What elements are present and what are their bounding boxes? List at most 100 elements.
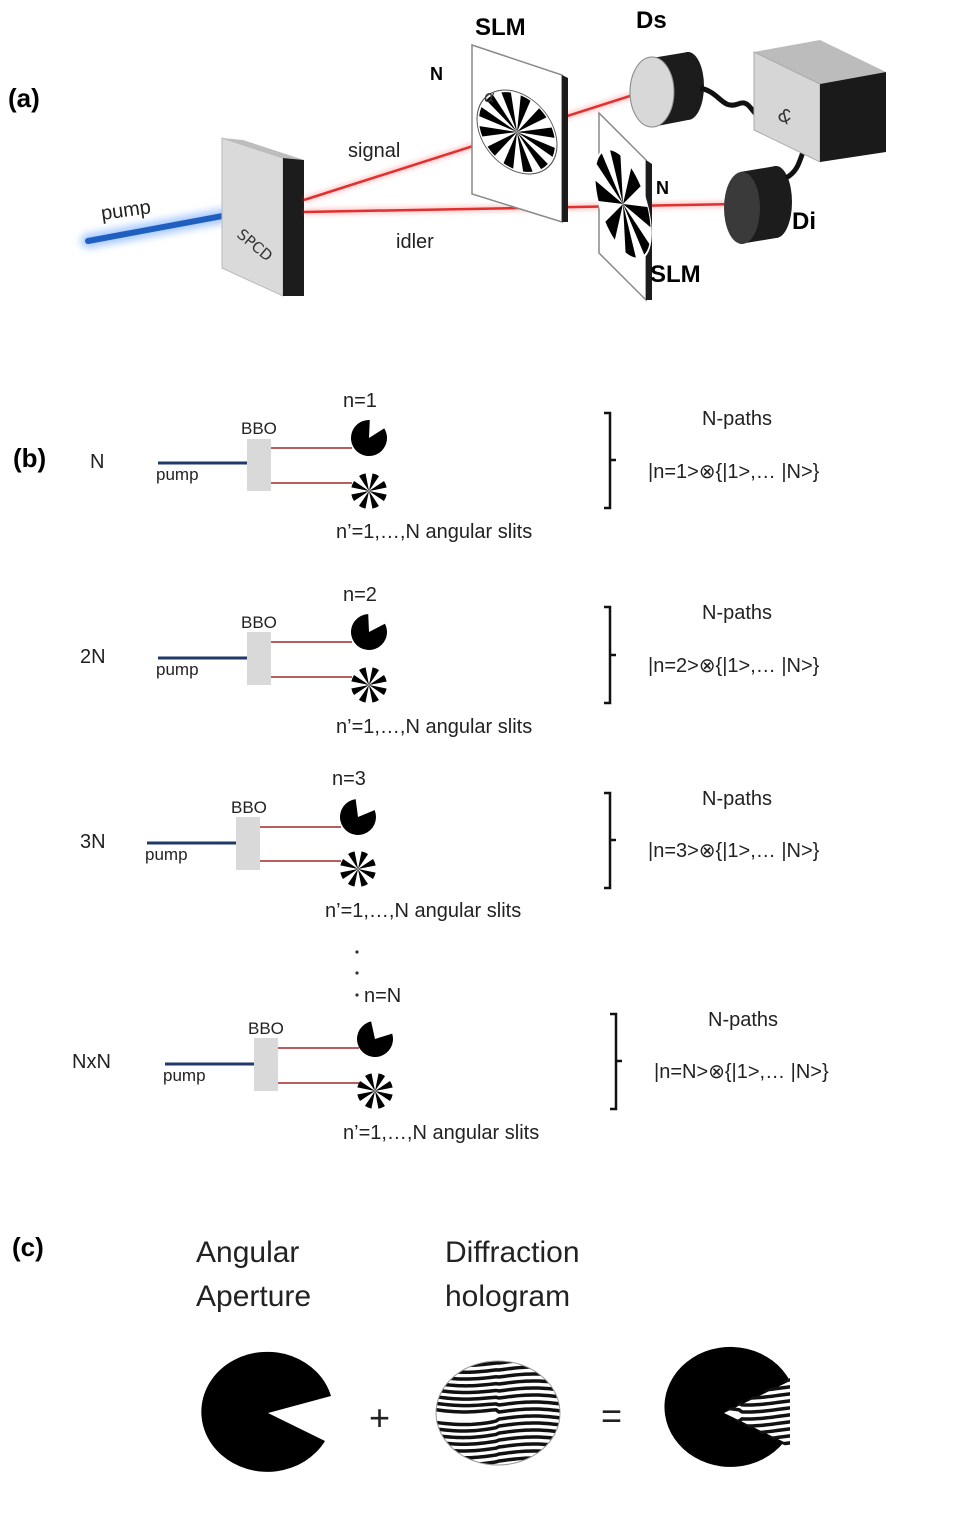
slit-sector <box>365 1073 375 1091</box>
slm-slit-sector <box>596 153 623 204</box>
n-label: n=1 <box>343 390 377 412</box>
slm-slit-sector <box>610 150 623 204</box>
angular-slits-icon <box>351 473 387 509</box>
hologram-fringe <box>436 1414 560 1427</box>
slm-top-n-label: N <box>430 64 443 84</box>
slits-label: n’=1,…,N angular slits <box>336 521 532 543</box>
alpha-label: α <box>484 87 495 106</box>
equals-sign: = <box>601 1395 622 1436</box>
hologram-fringe <box>436 1421 560 1433</box>
slit-sector <box>340 858 358 869</box>
slm-slit-sector <box>503 132 517 169</box>
spcd-crystal <box>221 137 304 297</box>
hologram-fringe <box>436 1379 560 1388</box>
slits-label: n’=1,…,N angular slits <box>336 716 532 738</box>
row-side-label: NxN <box>72 1051 111 1073</box>
ellipsis-dot <box>355 993 359 997</box>
slit-sector <box>358 851 369 869</box>
slit-sector <box>364 1091 375 1109</box>
angular-aperture-icon <box>351 614 388 651</box>
row-side-label: 3N <box>80 831 106 853</box>
slit-sector <box>358 491 369 509</box>
slm-slit-sector <box>517 132 533 172</box>
slit-sector <box>369 685 387 696</box>
hologram-title-line1: Diffraction <box>445 1236 580 1269</box>
angular-aperture-shape <box>201 1351 331 1472</box>
slm-slit-sector <box>517 127 555 138</box>
state-label: |n=3>⊗{|1>,… |N>} <box>648 840 820 862</box>
slit-sector <box>375 1091 393 1102</box>
plus-sign: + <box>369 1397 390 1438</box>
detector-di-label: Di <box>792 208 816 235</box>
slit-sector <box>357 1080 375 1091</box>
ellipsis-dot <box>355 950 359 954</box>
slm-slit-sector <box>517 108 547 132</box>
bracket <box>604 605 616 705</box>
slits-label: n’=1,…,N angular slits <box>325 900 521 922</box>
angular-aperture-icon <box>350 420 387 457</box>
angular-slits-icon <box>357 1073 393 1109</box>
paths-label: N-paths <box>702 408 772 430</box>
pump-label: pump <box>163 1066 206 1085</box>
slm-slit-sector <box>517 132 548 170</box>
angular-aperture-icon <box>339 799 376 835</box>
slit-sector <box>369 491 387 502</box>
slm-slit-sector <box>486 94 517 132</box>
bbo-label: BBO <box>248 1019 284 1038</box>
aperture-title-line2: Aperture <box>196 1280 311 1313</box>
bbo-label: BBO <box>241 613 277 632</box>
hologram-fringe <box>436 1428 560 1440</box>
slit-sector <box>369 675 387 685</box>
panel-a: (a) pump SPCD signal idler <box>8 7 886 302</box>
slm-slit-sector <box>605 204 623 240</box>
slm-slit-sector <box>517 132 555 157</box>
slm-slit-sector <box>623 204 636 258</box>
hologram-title-line2: hologram <box>445 1280 570 1313</box>
panel-b: (b) N pump BBO n=1 n’=1,…,N angular slit… <box>13 390 829 1144</box>
angular-slits-icon <box>340 851 376 887</box>
state-label: |n=N>⊗{|1>,… |N>} <box>654 1061 829 1083</box>
hologram-fringe <box>436 1400 560 1408</box>
slm-top-label: SLM <box>475 14 526 41</box>
panel-b-label: (b) <box>13 443 46 473</box>
slit-sector <box>358 859 376 869</box>
slit-sector <box>351 491 369 501</box>
row-side-label: 2N <box>80 646 106 668</box>
slit-sector <box>375 1073 386 1091</box>
row-n1: N pump BBO n=1 n’=1,…,N angular slits N-… <box>90 390 820 543</box>
slm-bottom-n-label: N <box>656 178 669 198</box>
slit-sector <box>359 473 369 491</box>
hologram-fringe <box>436 1407 560 1414</box>
slm-slit-sector <box>487 132 517 156</box>
slit-sector <box>357 1091 375 1101</box>
slit-sector <box>369 491 379 509</box>
slm-slit-sector <box>517 95 531 132</box>
n-label: n=N <box>364 985 401 1007</box>
slit-sector <box>369 481 387 491</box>
detector-di <box>724 137 814 244</box>
state-label: |n=1>⊗{|1>,… |N>} <box>648 461 820 483</box>
coincidence-box <box>753 40 886 163</box>
bracket <box>610 1012 622 1111</box>
diffraction-hologram <box>435 1360 561 1466</box>
bbo-crystal <box>247 632 271 685</box>
ellipsis-dots <box>355 950 359 997</box>
panel-c: (c) Angular Aperture Diffraction hologra… <box>12 1232 790 1472</box>
slm-bottom <box>594 111 652 302</box>
bracket <box>604 791 616 890</box>
pump-label: pump <box>156 660 199 679</box>
slit-sector <box>375 1091 385 1109</box>
slit-sector <box>351 685 369 695</box>
hologram-fringe <box>436 1463 560 1465</box>
idler-label: idler <box>396 231 434 253</box>
slit-sector <box>358 685 369 703</box>
angular-slits-icon <box>351 667 387 703</box>
slit-sector <box>351 674 369 685</box>
row-side-label: N <box>90 451 104 473</box>
combined-aperture-hologram <box>664 1346 790 1467</box>
slm-bottom-label: SLM <box>650 261 701 288</box>
slit-sector <box>358 869 376 880</box>
panel-a-label: (a) <box>8 83 40 113</box>
slit-sector <box>340 869 358 879</box>
detector-ds-label: Ds <box>636 7 667 34</box>
